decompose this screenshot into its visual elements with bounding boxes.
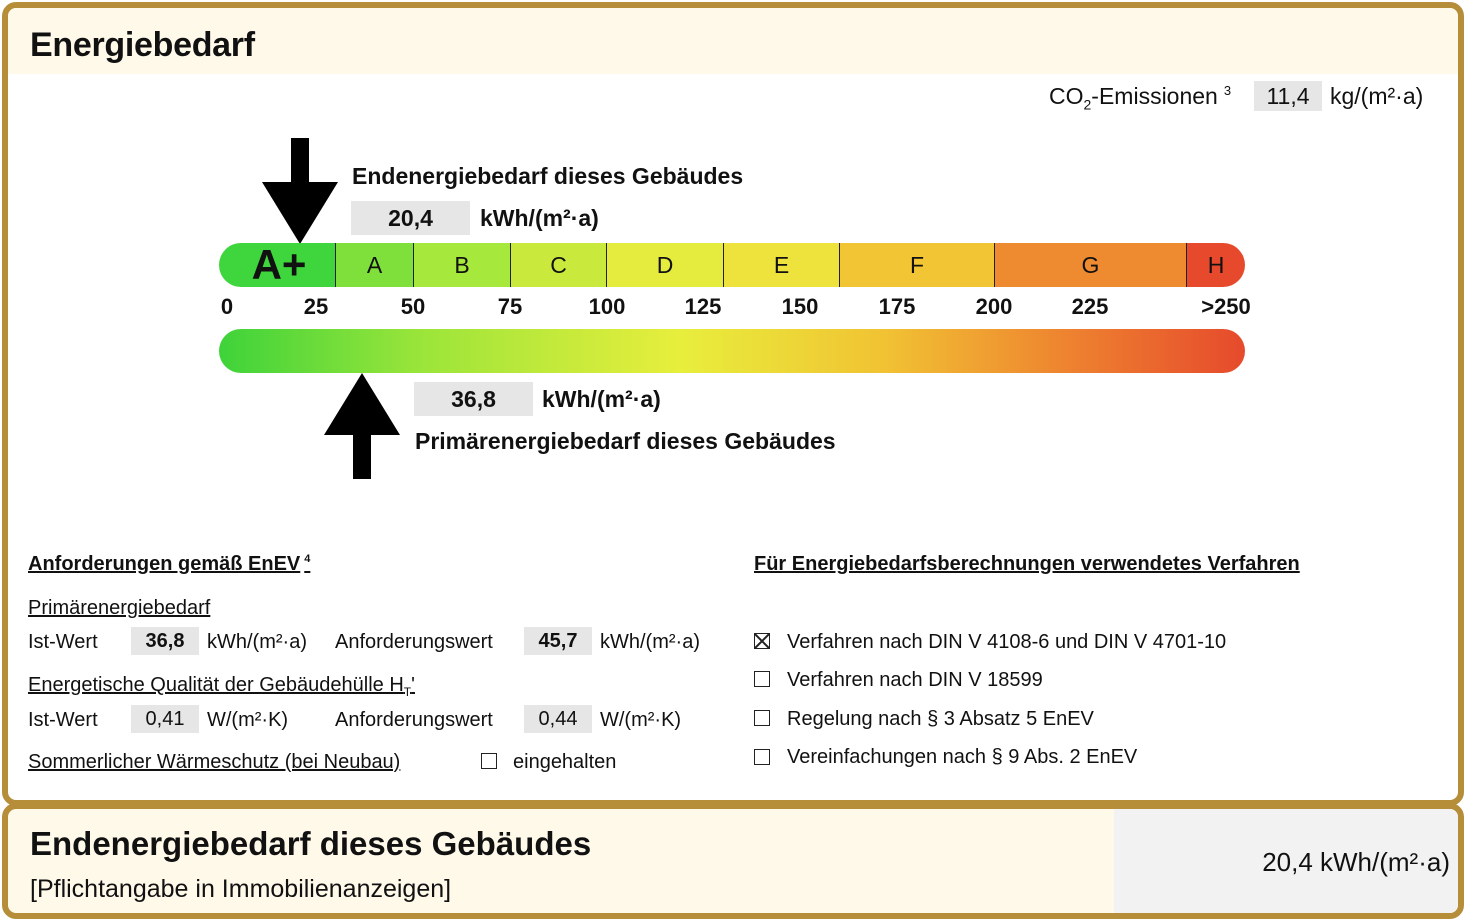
method-option-3-label: Regelung nach § 3 Absatz 5 EnEV: [787, 708, 1094, 730]
energy-class-g: G: [995, 243, 1187, 287]
end-energy-value: 20,4: [351, 201, 470, 235]
method-option-4-checkbox[interactable]: [754, 749, 770, 765]
primary-energy-arrow-icon: [323, 373, 400, 479]
scale-tick: 200: [975, 294, 1013, 319]
primary-anf-label: Anforderungswert: [335, 631, 493, 653]
footer-title: Endenergiebedarf dieses Gebäudes: [30, 825, 592, 862]
method-option-3-checkbox[interactable]: [754, 710, 770, 726]
summer-protection-title: Sommerlicher Wärmeschutz (bei Neubau): [28, 751, 401, 773]
method-option-4-label: Vereinfachungen nach § 9 Abs. 2 EnEV: [787, 746, 1138, 768]
primary-anf-unit: kWh/(m²·a): [600, 631, 700, 653]
scale-tick: 125: [684, 294, 722, 319]
footer-panel: Endenergiebedarf dieses Gebäudes [Pflich…: [2, 803, 1464, 919]
envelope-ist-value: 0,41: [131, 705, 199, 733]
method-option-1-label: Verfahren nach DIN V 4108-6 und DIN V 47…: [787, 631, 1227, 653]
scale-tick: 25: [303, 294, 329, 319]
envelope-anf-unit: W/(m²·K): [600, 709, 682, 731]
footer-value-box: 20,4 kWh/(m²·a): [1114, 809, 1458, 913]
primary-energy-value: 36,8: [414, 382, 533, 416]
page-title: Energiebedarf: [30, 26, 255, 64]
energy-class-e: E: [724, 243, 840, 287]
primary-anf-value: 45,7: [524, 627, 592, 655]
summer-protection-checkbox[interactable]: [481, 753, 497, 769]
method-option-2-label: Verfahren nach DIN V 18599: [787, 669, 1043, 691]
envelope-ist-label: Ist-Wert: [28, 709, 98, 731]
method-option-2-checkbox[interactable]: [754, 671, 770, 687]
scale-tick: 225: [1071, 294, 1109, 319]
primary-ist-value: 36,8: [131, 627, 199, 655]
primary-ist-unit: kWh/(m²·a): [207, 631, 307, 653]
method-option-1-checkbox[interactable]: [754, 633, 770, 649]
energy-class-a: A: [336, 243, 414, 287]
energy-class-c: C: [511, 243, 607, 287]
scale-tick: >250: [1201, 294, 1251, 319]
method-heading: Für Energiebedarfsberechnungen verwendet…: [754, 553, 1300, 575]
footer-subtitle: [Pflichtangabe in Immobilienanzeigen]: [30, 875, 452, 903]
co2-value: 11,4: [1254, 81, 1322, 111]
envelope-anf-label: Anforderungswert: [335, 709, 493, 731]
end-energy-label: Endenergiebedarf dieses Gebäudes: [352, 163, 744, 189]
energy-demand-panel: Energiebedarf: [2, 2, 1464, 806]
summer-protection-check-label: eingehalten: [513, 751, 617, 773]
end-energy-unit: kWh/(m²·a): [480, 205, 599, 231]
envelope-ist-unit: W/(m²·K): [207, 709, 289, 731]
footer-value: 20,4 kWh/(m²·a): [1262, 847, 1450, 877]
energy-gradient-bar: [219, 329, 1245, 373]
energy-class-a-plus: A+: [219, 243, 336, 287]
scale-tick: 150: [781, 294, 819, 319]
primary-requirement-title: Primärenergiebedarf: [28, 597, 211, 619]
envelope-title: Energetische Qualität der Gebäudehülle H…: [28, 674, 415, 699]
scale-tick: 75: [497, 294, 523, 319]
primary-energy-label: Primärenergiebedarf dieses Gebäudes: [415, 428, 836, 454]
energy-class-b: B: [414, 243, 511, 287]
scale-tick: 50: [400, 294, 426, 319]
primary-ist-label: Ist-Wert: [28, 631, 98, 653]
envelope-anf-value: 0,44: [524, 705, 592, 733]
header-strip: [8, 8, 1458, 74]
energy-class-d: D: [607, 243, 724, 287]
scale-tick: 0: [220, 294, 234, 319]
scale-tick: 100: [588, 294, 626, 319]
primary-energy-unit: kWh/(m²·a): [542, 386, 661, 412]
energy-class-h: H: [1187, 243, 1245, 287]
co2-unit: kg/(m²·a): [1330, 83, 1424, 109]
end-energy-arrow-icon: [261, 138, 338, 244]
energy-class-f: F: [840, 243, 995, 287]
scale-tick: 175: [878, 294, 916, 319]
